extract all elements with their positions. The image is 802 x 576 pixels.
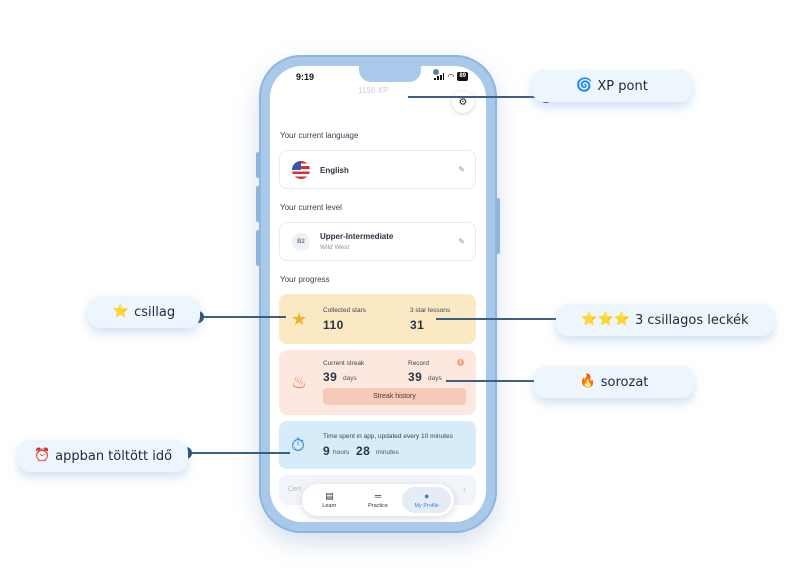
streak-card: ♨ Current streak 39 days Record i 39 day… (279, 350, 476, 415)
person-icon: ● (423, 490, 430, 501)
status-time: 9:19 (296, 72, 315, 82)
connector-line (408, 96, 546, 98)
level-card[interactable]: B2 Upper-Intermediate Wild West ✎ (279, 222, 476, 261)
collected-stars-label: Collected stars (323, 307, 366, 314)
time-spent-card: ⏱ Time spent in app, updated every 10 mi… (279, 421, 476, 469)
current-streak-unit: days (343, 375, 357, 382)
status-icons: ◠ 89 (434, 72, 468, 81)
progress-section-title: Your progress (280, 275, 330, 284)
minutes-value: 28 (356, 444, 371, 458)
current-streak-value: 39 (323, 370, 338, 384)
callout-time: ⏰ appban töltött idő (18, 440, 188, 472)
wifi-icon: ◠ (447, 71, 455, 81)
connector-line (446, 380, 546, 382)
signal-icon (434, 73, 445, 80)
hours-unit: hours (333, 449, 350, 456)
fire-icon: ♨ (291, 372, 308, 392)
three-star-lessons-value: 31 (410, 318, 425, 332)
nav-label: Practice (368, 502, 388, 509)
camera-icon (433, 69, 439, 75)
callout-three-star-text: 3 csillagos leckék (634, 312, 749, 328)
connector-line (198, 316, 286, 318)
level-section-title: Your current level (280, 203, 342, 212)
xp-counter: 1150 XP (358, 86, 389, 95)
callout-stars-text: csillag (134, 304, 176, 320)
callout-time-text: appban töltött idő (55, 448, 173, 464)
settings-button[interactable]: ⚙ (452, 91, 474, 113)
three-stars-icon: ⭐⭐⭐ (581, 312, 630, 327)
three-star-lessons-label: 3 star lessons (410, 307, 451, 314)
nav-practice[interactable]: ═ Practice (354, 487, 403, 513)
current-streak-label: Current streak (323, 360, 365, 367)
phone-notch (359, 66, 439, 82)
connector-line (186, 452, 290, 454)
level-badge: B2 (292, 233, 310, 251)
record-streak-label: Record (408, 360, 429, 367)
callout-streak-text: sorozat (600, 374, 649, 390)
us-flag-icon (292, 161, 310, 179)
fire-icon: 🔥 (579, 374, 596, 389)
callout-xp-text: XP pont (597, 78, 648, 94)
dumbbell-icon: ═ (374, 490, 382, 501)
language-name: English (320, 166, 349, 175)
bottom-nav: ▤ Learn ═ Practice ● My Profile (302, 484, 454, 516)
callout-streak: 🔥 sorozat (534, 366, 694, 398)
record-streak-unit: days (428, 375, 442, 382)
nav-my-profile[interactable]: ● My Profile (402, 487, 452, 513)
callout-stars: ⭐ csillag (88, 296, 200, 328)
info-icon[interactable]: i (457, 359, 464, 366)
streak-history-button[interactable]: Streak history (323, 388, 466, 405)
callout-xp: 🌀 XP pont (532, 70, 692, 102)
book-icon: ▤ (325, 490, 334, 501)
stopwatch-icon: ⏱ (291, 435, 306, 455)
chevron-right-icon: › (463, 484, 466, 494)
collected-stars-value: 110 (323, 318, 344, 332)
app-screen: 9:19 ◠ 89 1150 XP ⚙ Your current languag… (270, 66, 486, 522)
nav-learn[interactable]: ▤ Learn (305, 487, 354, 513)
level-name: Upper-Intermediate (320, 232, 394, 241)
minutes-unit: minutes (376, 449, 399, 456)
phone-side-button (256, 186, 260, 222)
phone-power-button (496, 198, 500, 254)
pencil-icon[interactable]: ✎ (458, 165, 465, 174)
battery-indicator: 89 (457, 72, 468, 81)
star-icon: ⭐ (112, 304, 130, 319)
connector-line (436, 318, 570, 320)
alarm-clock-icon: ⏰ (33, 448, 51, 463)
pencil-icon[interactable]: ✎ (458, 237, 465, 246)
record-streak-value: 39 (408, 370, 423, 384)
gear-icon: ⚙ (458, 96, 468, 108)
phone-side-button (256, 230, 260, 266)
nav-label: Learn (322, 502, 337, 509)
spiral-icon: 🌀 (576, 78, 593, 93)
certificate-label: Cert (288, 486, 302, 493)
language-card[interactable]: English ✎ (279, 150, 476, 189)
time-spent-label: Time spent in app, updated every 10 minu… (323, 433, 453, 440)
hours-value: 9 (323, 444, 331, 458)
callout-three-star: ⭐⭐⭐ 3 csillagos leckék (556, 304, 774, 336)
nav-label: My Profile (414, 502, 439, 509)
phone-side-button (256, 152, 260, 178)
level-subtitle: Wild West (320, 244, 350, 251)
language-section-title: Your current language (280, 131, 359, 140)
star-icon: ★ (291, 309, 308, 329)
